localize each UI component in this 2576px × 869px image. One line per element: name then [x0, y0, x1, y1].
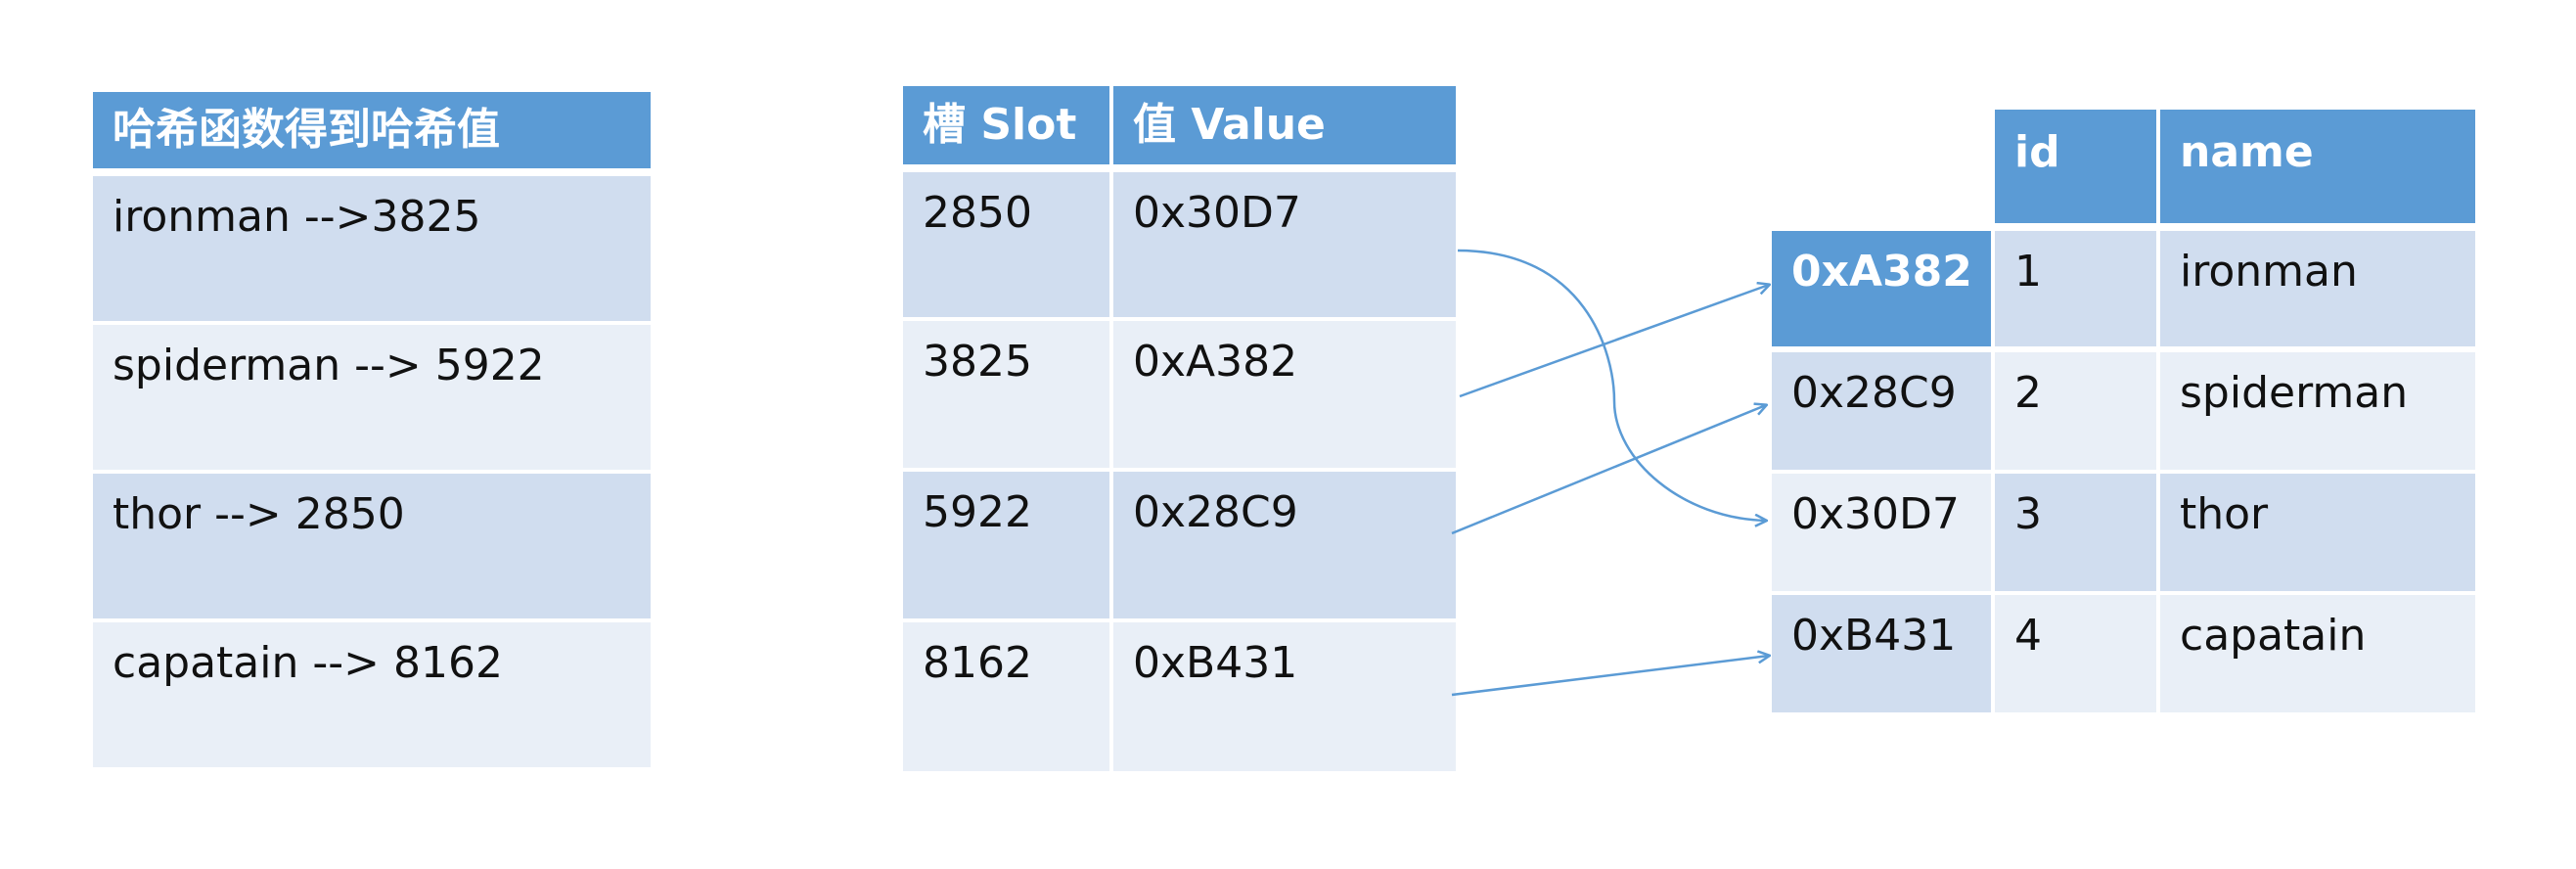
value-cell-0: 0x30D7 [1113, 172, 1456, 317]
value-cell-2: 0x28C9 [1113, 472, 1456, 618]
arrow-icon [1459, 285, 1769, 398]
name-cell-1: spiderman [2160, 352, 2475, 470]
hash-row-spiderman: spiderman --> 5922 [93, 325, 651, 470]
address-cell-1: 0x28C9 [1772, 352, 1991, 470]
name-cell-0: ironman [2160, 231, 2475, 346]
value-cell-3: 0xB431 [1113, 622, 1456, 771]
id-cell-2: 3 [1995, 474, 2156, 591]
name-cell-2: thor [2160, 474, 2475, 591]
value-header: 值 Value [1113, 86, 1456, 164]
name-header: name [2160, 110, 2475, 223]
address-cell-3: 0xB431 [1772, 595, 1991, 712]
id-cell-0: 1 [1995, 231, 2156, 346]
slot-cell-3: 8162 [903, 622, 1109, 771]
address-cell-2: 0x30D7 [1772, 474, 1991, 591]
id-header: id [1995, 110, 2156, 223]
id-cell-3: 4 [1995, 595, 2156, 712]
slot-cell-2: 5922 [903, 472, 1109, 618]
value-cell-1: 0xA382 [1113, 321, 1456, 468]
hash-table-header: 哈希函数得到哈希值 [93, 92, 651, 168]
hash-row-ironman: ironman -->3825 [93, 176, 651, 321]
slot-header: 槽 Slot [903, 86, 1109, 164]
slot-cell-0: 2850 [903, 172, 1109, 317]
hash-row-capatain: capatain --> 8162 [93, 622, 651, 767]
name-cell-3: capatain [2160, 595, 2475, 712]
id-cell-1: 2 [1995, 352, 2156, 470]
hash-row-thor: thor --> 2850 [93, 474, 651, 618]
address-cell-0: 0xA382 [1772, 231, 1991, 346]
arrow-icon [1457, 249, 1766, 521]
arrow-icon [1451, 405, 1766, 535]
slot-cell-1: 3825 [903, 321, 1109, 468]
arrow-icon [1451, 656, 1769, 697]
